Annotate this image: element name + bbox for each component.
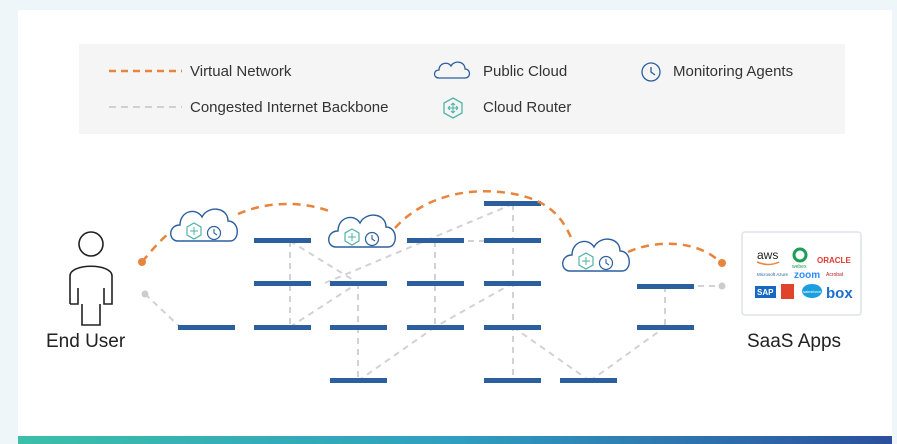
- backbone-links: [144, 203, 720, 382]
- backbone-link: [434, 282, 514, 328]
- webex-logo: webex: [792, 264, 807, 270]
- router-bar: [560, 378, 617, 383]
- end-user-icon: [69, 231, 113, 326]
- sap-logo: SAP: [757, 288, 774, 297]
- aws-logo: aws: [757, 248, 778, 262]
- acrobat-logo: Acrobat: [826, 272, 844, 278]
- router-bar: [254, 238, 311, 243]
- backbone-link: [589, 326, 666, 382]
- backbone-link: [512, 326, 591, 382]
- backbone-start-dot: [141, 290, 149, 298]
- router-bar: [407, 325, 464, 330]
- saas-apps-panel: aws webex ORACLE Microsoft Azure zoom Ac…: [741, 231, 862, 316]
- gradient-footer-bar: [18, 436, 892, 444]
- legend-monitoring-agents-label: Monitoring Agents: [673, 63, 794, 80]
- router-bar: [254, 281, 311, 286]
- legend-cloud-router-label: Cloud Router: [483, 99, 572, 116]
- cloud-node-3: [562, 238, 630, 272]
- backbone-link: [144, 293, 181, 328]
- legend: Virtual Network Congested Internet Backb…: [79, 44, 845, 134]
- virtual-network-start-dot: [138, 258, 146, 266]
- cloud-router-icon: [443, 97, 463, 119]
- router-bar: [178, 325, 235, 330]
- monitoring-agents-icon: [641, 62, 661, 82]
- webex-logo-mark: [792, 247, 808, 263]
- cloud-node-1: [170, 208, 238, 242]
- office-logo-mark: [781, 284, 794, 299]
- virtual-network-end-dot: [718, 259, 726, 267]
- router-bar: [637, 284, 694, 289]
- box-logo: box: [826, 285, 853, 302]
- router-bar: [330, 325, 387, 330]
- virtual-network-path: [141, 190, 721, 263]
- router-bar: [484, 378, 541, 383]
- router-bar: [484, 201, 541, 206]
- router-bar: [484, 325, 541, 330]
- legend-virtual-network-label: Virtual Network: [190, 63, 292, 80]
- backbone-end-dot: [718, 282, 726, 290]
- router-bar: [407, 281, 464, 286]
- backbone-link: [357, 326, 436, 382]
- salesforce-logo-mark: [802, 284, 822, 298]
- router-bar: [484, 238, 541, 243]
- legend-backbone-label: Congested Internet Backbone: [190, 99, 389, 116]
- oracle-logo: ORACLE: [817, 256, 851, 265]
- azure-logo: Microsoft Azure: [757, 272, 789, 277]
- router-bar: [484, 281, 541, 286]
- cloud-node-2: [328, 214, 396, 248]
- router-bars: [178, 201, 694, 383]
- backbone-link: [289, 240, 359, 284]
- router-bar: [637, 325, 694, 330]
- backbone-link: [324, 203, 514, 284]
- router-bar: [330, 281, 387, 286]
- legend-public-cloud-label: Public Cloud: [483, 63, 568, 80]
- router-bar: [330, 378, 387, 383]
- sap-logo-mark: [755, 286, 776, 298]
- end-user-label: End User: [46, 331, 126, 352]
- zoom-logo: zoom: [794, 270, 820, 281]
- legend-graphics: [109, 61, 661, 119]
- router-bar: [407, 238, 464, 243]
- public-cloud-icon: [433, 61, 471, 79]
- saas-apps-label: SaaS Apps: [747, 331, 842, 352]
- router-bar: [254, 325, 311, 330]
- salesforce-logo: salesforce: [803, 289, 822, 294]
- backbone-link: [289, 282, 359, 328]
